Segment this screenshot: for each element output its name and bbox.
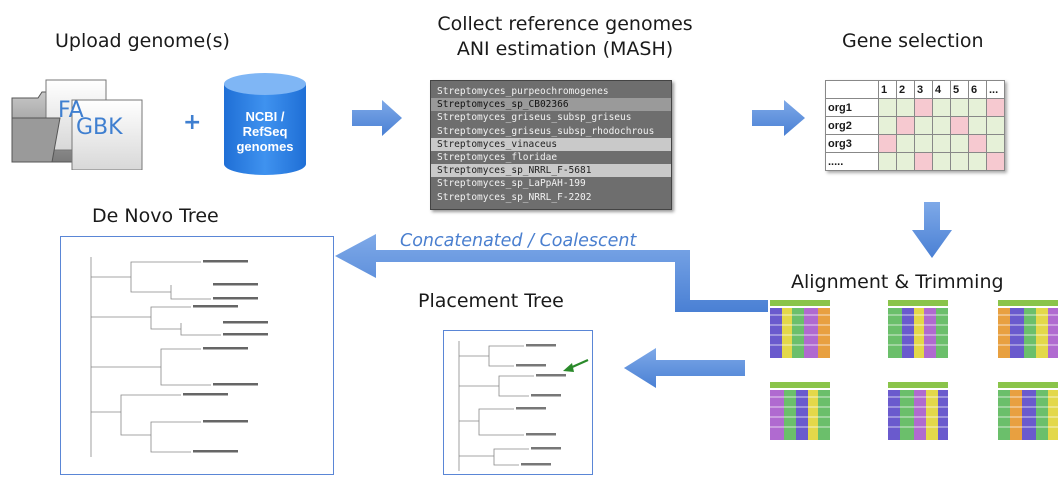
arrow-to-collect (352, 100, 402, 136)
database-label-line1: NCBI / (245, 109, 285, 124)
alignment-matrix-graphic (998, 300, 1058, 358)
gene-cell (932, 152, 951, 171)
upload-genome-title: Upload genome(s) (55, 30, 230, 52)
alignment-block-1 (768, 300, 832, 364)
collect-genomes-title: Collect reference genomes ANI estimation… (405, 12, 725, 62)
organism-label: org2 (825, 116, 879, 135)
genome-list-item: Streptomyces_griseus_subsp_rhodochrous (437, 125, 655, 137)
alignment-block-5 (886, 382, 950, 446)
gene-column-header: 3 (914, 80, 933, 99)
genome-list-item: Streptomyces_sp_NRRL_F-2202 (437, 191, 592, 203)
genome-list-item: Streptomyces_sp_NRRL_F-5681 (431, 164, 671, 178)
organism-label: org1 (825, 98, 879, 117)
genome-list-item: Streptomyces_sp_CB02366 (431, 98, 671, 112)
collect-genomes-title-line1: Collect reference genomes (437, 13, 693, 35)
gene-cell (986, 134, 1005, 153)
gene-cell (968, 134, 987, 153)
gene-column-header: 6 (968, 80, 987, 99)
concatenated-coalescent-label: Concatenated / Coalescent (400, 231, 637, 251)
organism-label: org3 (825, 134, 879, 153)
database-label-line2: RefSeq (242, 124, 288, 139)
placement-tree-graphic (458, 341, 566, 471)
placement-tree-title: Placement Tree (418, 290, 564, 312)
gene-selection-table: 1 2 3 4 5 6 ... org1 org2 org3 ..... (825, 80, 1005, 171)
alignment-block-2 (886, 300, 950, 364)
gene-cell (950, 152, 969, 171)
gene-table-row: org2 (825, 116, 1005, 135)
de-novo-tree-graphic (90, 257, 268, 457)
genome-list-item: Streptomyces_sp_LaPpAH-199 (437, 178, 586, 190)
alignment-matrix-graphic (888, 300, 948, 358)
gene-cell (986, 152, 1005, 171)
upload-files-icon (11, 79, 143, 170)
alignment-matrix-graphic (888, 382, 948, 440)
gene-cell (896, 134, 915, 153)
gene-column-header: ... (986, 80, 1005, 99)
genome-list-item: Streptomyces_purpeochromogenes (437, 86, 609, 97)
alignment-trimming-title: Alignment & Trimming (791, 271, 1004, 293)
alignment-matrix-graphic (770, 382, 830, 440)
reference-genome-list: Streptomyces_purpeochromogenes Streptomy… (430, 80, 672, 210)
gene-cell (914, 134, 933, 153)
de-novo-tree-panel (60, 236, 334, 475)
arrow-down-to-alignment (912, 202, 952, 258)
gene-cell (950, 98, 969, 117)
gene-cell (878, 152, 897, 171)
genome-list-item: Streptomyces_vinaceus (431, 137, 671, 151)
organism-label: ..... (825, 152, 879, 171)
arrow-to-de-novo-tree (335, 234, 768, 312)
database-label: NCBI / RefSeq genomes (222, 109, 308, 154)
de-novo-tree-title: De Novo Tree (92, 205, 219, 227)
gene-column-header: 4 (932, 80, 951, 99)
alignment-block-3 (996, 300, 1058, 364)
gene-cell (932, 134, 951, 153)
alignment-block-6 (996, 382, 1058, 446)
database-label-line3: genomes (236, 139, 294, 154)
placement-tree-panel (443, 330, 593, 475)
plus-sign: + (183, 110, 202, 135)
gene-cell (914, 152, 933, 171)
gene-column-header: 5 (950, 80, 969, 99)
gene-selection-title: Gene selection (842, 30, 984, 52)
gene-table-header-row: 1 2 3 4 5 6 ... (825, 80, 1005, 99)
gene-cell (986, 98, 1005, 117)
gene-cell (968, 98, 987, 117)
gene-table-row: org1 (825, 98, 1005, 117)
alignment-matrix-graphic (998, 382, 1058, 440)
gene-table-row: ..... (825, 152, 1005, 171)
genome-list-item: Streptomyces_griseus_subsp_griseus (437, 112, 632, 124)
gene-cell (932, 116, 951, 135)
placement-marker-arrow-icon (563, 358, 589, 372)
database-cylinder-icon (224, 73, 306, 175)
genome-list-item: Streptomyces_floridae (437, 151, 558, 163)
collect-genomes-title-line2: ANI estimation (MASH) (456, 38, 674, 60)
gene-cell (914, 116, 933, 135)
alignment-block-4 (768, 382, 832, 446)
gene-table-row: org3 (825, 134, 1005, 153)
gbk-file-label: GBK (76, 115, 123, 140)
gene-cell (914, 98, 933, 117)
arrow-to-gene-selection (752, 100, 805, 136)
fa-file-label: FA (58, 98, 84, 123)
alignment-matrix-graphic (770, 300, 830, 358)
